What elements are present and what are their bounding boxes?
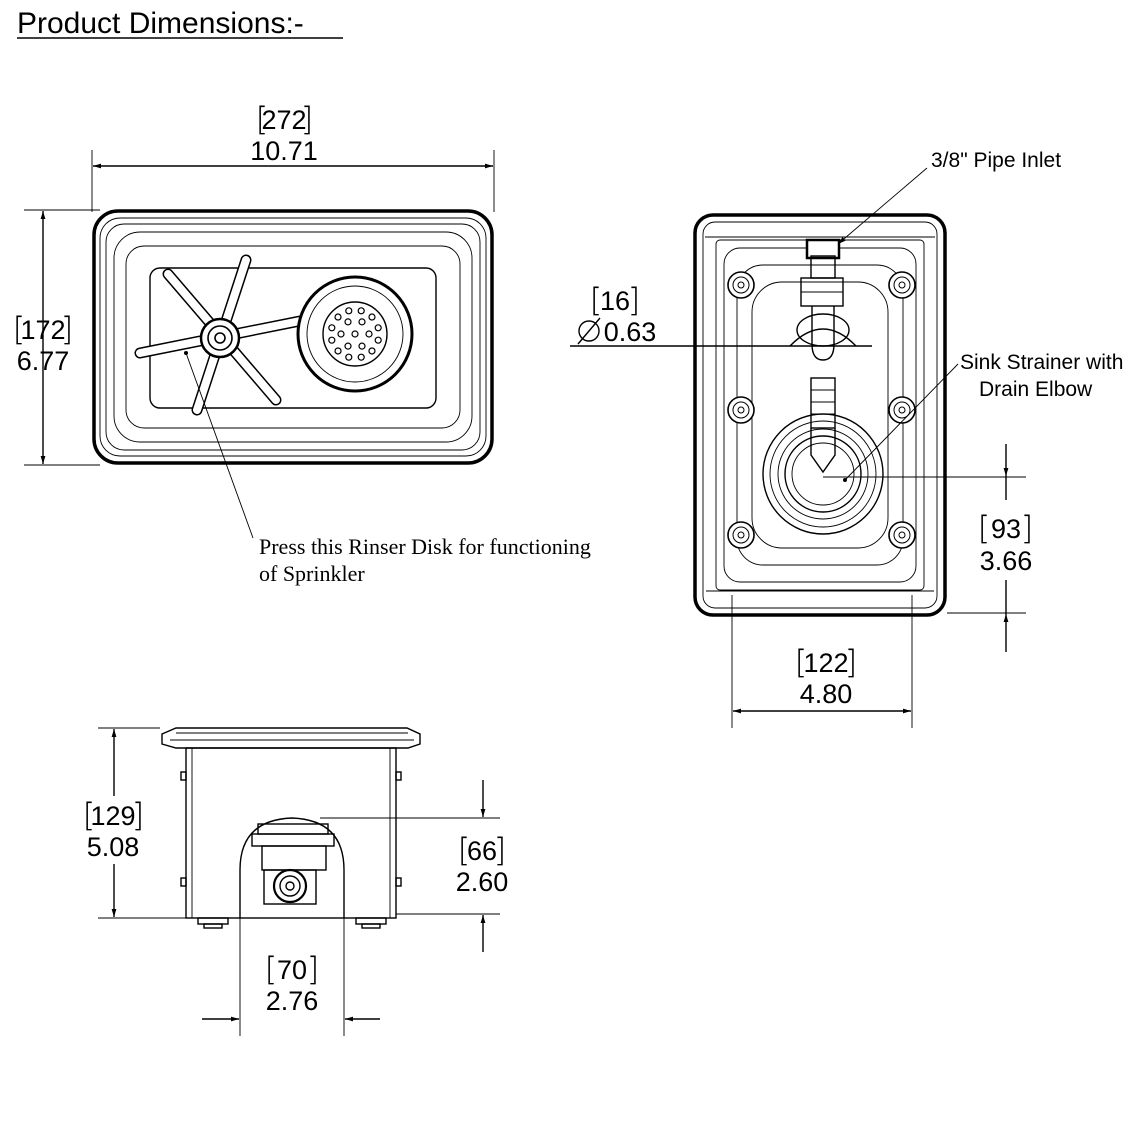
svg-text:]: ] — [61, 310, 73, 348]
mounting-bosses — [727, 271, 916, 549]
svg-text:]: ] — [494, 831, 506, 869]
mounting-boss — [888, 271, 916, 299]
strainer-hole — [337, 330, 345, 338]
top-view: [ ] 272 10.71 [ ] 172 6.77 — [13, 100, 591, 586]
height-in-label: 6.77 — [17, 346, 70, 376]
strainer-hole — [328, 324, 336, 332]
strainer-hole — [345, 353, 353, 361]
svg-text:]: ] — [132, 796, 144, 834]
strainer-hole — [358, 318, 366, 326]
strainer-label-line2: Drain Elbow — [979, 378, 1093, 401]
strainer-leader — [844, 363, 959, 481]
strainer-hole — [328, 336, 336, 344]
rinser-note-leader — [185, 352, 254, 539]
mounting-boss — [727, 521, 755, 549]
drain-offset-mm-label: 93 — [991, 514, 1021, 544]
svg-text:]: ] — [845, 643, 857, 681]
width-in-label: 10.71 — [250, 136, 318, 166]
svg-text:]: ] — [307, 950, 319, 988]
mounting-boss — [893, 526, 911, 544]
strainer-hole — [334, 347, 342, 355]
rinser-disk[interactable] — [199, 317, 241, 359]
elbow-height-mm-label: 66 — [467, 836, 497, 866]
pipe-dia-mm-label: 16 — [600, 286, 630, 316]
mounting-boss — [737, 531, 745, 539]
feet-span-mm-label: 70 — [277, 955, 307, 985]
svg-text:[: [ — [13, 310, 25, 348]
strainer-hole — [351, 330, 359, 338]
drain-cutout-arch — [239, 817, 345, 918]
side-rim — [161, 727, 421, 749]
strainer-hole — [368, 347, 376, 355]
svg-text:[: [ — [795, 643, 807, 681]
mounting-boss — [888, 521, 916, 549]
strainer-hole — [374, 324, 382, 332]
drain-strainer-icon — [296, 275, 414, 393]
side-body — [185, 747, 397, 919]
strainer-hole — [345, 307, 353, 315]
inlet-leader — [837, 167, 928, 245]
strainer-hole — [344, 318, 352, 326]
bottom-outer-frame — [693, 213, 947, 617]
mounting-boss — [888, 396, 916, 424]
mounting-boss — [898, 531, 906, 539]
svg-text:]: ] — [1021, 509, 1033, 547]
strainer-hole — [357, 307, 365, 315]
mount-width-mm-label: 122 — [803, 648, 848, 678]
rinser-note-line2: of Sprinkler — [259, 561, 365, 586]
page-title: Product Dimensions:- — [17, 7, 304, 40]
mounting-boss — [893, 276, 911, 294]
feet-span-in-label: 2.76 — [266, 986, 319, 1016]
pipe-dia-in-label: 0.63 — [604, 317, 657, 347]
side-view: [ ] 129 5.08 [ ] 66 2.60 [ ] 70 2.76 — [83, 727, 509, 1036]
rinser-note-line1: Press this Rinser Disk for functioning — [259, 534, 591, 559]
strainer-hole — [374, 336, 382, 344]
width-mm-label: 272 — [261, 105, 306, 135]
strainer-label-line1: Sink Strainer with — [960, 351, 1123, 374]
strainer-hole — [365, 330, 373, 338]
sink-outer-rim — [92, 209, 494, 465]
svg-text:]: ] — [628, 281, 640, 319]
bottom-view: [ ] 16 0.63 3/8" Pipe Inlet Sink Straine… — [570, 149, 1123, 728]
mounting-boss — [737, 406, 745, 414]
svg-text:[: [ — [978, 509, 990, 547]
sink-basin — [149, 267, 437, 409]
sink-strainer — [762, 413, 884, 535]
mount-width-in-label: 4.80 — [800, 679, 853, 709]
strainer-hole — [344, 342, 352, 350]
svg-text:[: [ — [265, 950, 277, 988]
mounting-boss — [727, 396, 755, 424]
strainer-hole — [368, 313, 376, 321]
side-height-in-label: 5.08 — [87, 832, 140, 862]
drain-offset-in-label: 3.66 — [980, 546, 1033, 576]
mounting-boss — [727, 271, 755, 299]
side-drain-elbow — [251, 823, 335, 905]
elbow-height-in-label: 2.60 — [456, 867, 509, 897]
svg-text:[: [ — [458, 831, 470, 869]
drain-elbow — [810, 377, 836, 474]
mounting-boss — [893, 401, 911, 419]
svg-text:[: [ — [590, 281, 602, 319]
height-mm-label: 172 — [20, 315, 65, 345]
side-height-mm-label: 129 — [90, 801, 135, 831]
mounting-boss — [898, 406, 906, 414]
svg-text:]: ] — [301, 100, 313, 138]
strainer-hole — [358, 342, 366, 350]
mounting-boss — [732, 276, 750, 294]
svg-text:[: [ — [256, 100, 268, 138]
mounting-boss — [737, 281, 745, 289]
pipe-inlet-fitting — [789, 238, 857, 361]
inlet-label: 3/8" Pipe Inlet — [931, 149, 1061, 172]
mounting-boss — [732, 526, 750, 544]
strainer-hole — [334, 313, 342, 321]
mounting-boss — [732, 401, 750, 419]
strainer-hole — [357, 353, 365, 361]
svg-text:[: [ — [83, 796, 95, 834]
mounting-boss — [898, 281, 906, 289]
